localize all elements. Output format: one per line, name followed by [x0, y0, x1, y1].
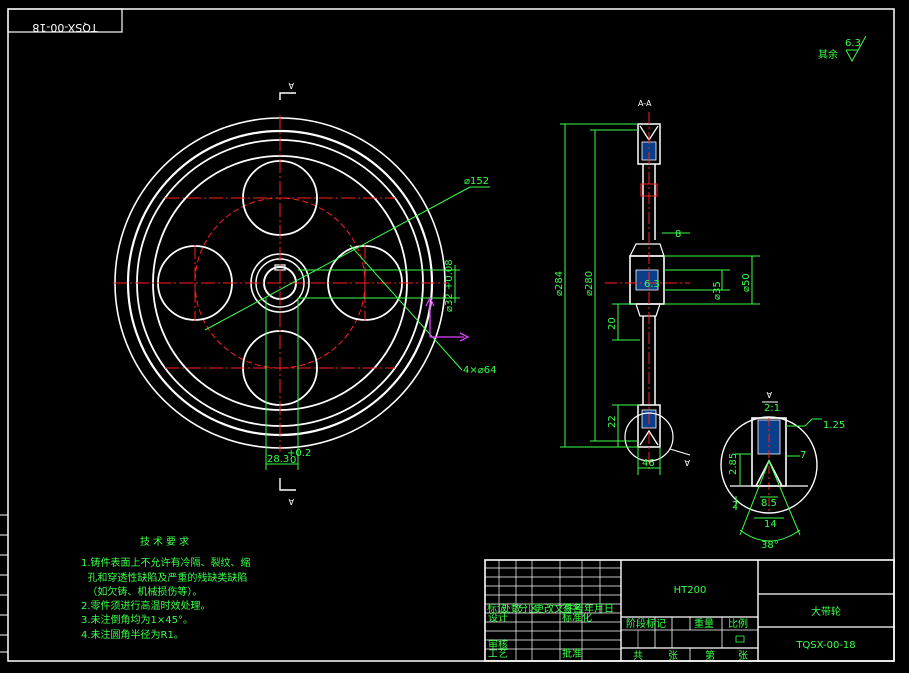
tech-requirements: 技术要求 1.铸件表面上不允许有冷隔、裂纹、缩 孔和穿透性缺陷及严重的残缺类缺陷…: [81, 535, 251, 641]
svg-text:更改文件号: 更改文件号: [534, 602, 584, 615]
svg-text:年月日: 年月日: [584, 602, 614, 615]
surface-rest-label: 其余: [818, 48, 838, 61]
svg-text:处数: 处数: [501, 602, 521, 615]
detail-angle: 38°: [761, 540, 779, 551]
side-46: 46: [642, 458, 655, 469]
svg-text:第: 第: [705, 649, 715, 662]
svg-text:阶段标记: 阶段标记: [626, 617, 666, 630]
tech-title: 技术要求: [140, 535, 192, 548]
side-22: 22: [607, 415, 618, 428]
section-mark-bottom: A: [288, 497, 294, 506]
section-cut-marks: [279, 92, 296, 491]
side-bore: ⌀35: [712, 281, 723, 300]
section-label: A-A: [638, 99, 652, 108]
title-block: [484, 559, 895, 662]
tech-note-2: 孔和穿透性缺陷及严重的残缺类缺陷: [81, 571, 247, 584]
drawing-code-box: [7, 8, 123, 33]
detail-view: A 2:1 1.25 7 2.85 8.5 14 2 38°: [720, 390, 845, 551]
detail-callout-circle: [624, 412, 674, 462]
detail-circle: [720, 416, 818, 514]
front-holes: 4×⌀64: [463, 365, 497, 376]
front-bore-dim: ⌀32 +0.08: [444, 259, 455, 312]
svg-text:标记: 标记: [487, 603, 507, 615]
left-margin-ticks: [0, 514, 8, 653]
detail-85: 8.5: [761, 498, 777, 509]
svg-text:签名: 签名: [562, 602, 582, 615]
keyway-width: 28.3: [267, 454, 289, 465]
front-view: A A 28.3 +0.2 0 ⌀32 +0.08 ⌀152 4×⌀64: [113, 81, 497, 506]
ucs-icon: [425, 296, 470, 342]
side-63: 6.3: [644, 279, 660, 290]
keyway-tol: +0.2: [287, 448, 311, 459]
bore-dimension: [298, 265, 460, 303]
front-d152: ⌀152: [464, 176, 489, 187]
drawing-code-mirrored: TQSX-00-18: [32, 21, 98, 34]
roughness-icon: [845, 35, 867, 63]
side-section-view: A-A A: [554, 99, 760, 475]
svg-text:重量: 重量: [694, 617, 714, 630]
tb-row-labels: 标记 处数 分区 更改文件号 签名 年月日 设计 标准化 审核 工艺 批准 阶段…: [487, 602, 748, 662]
detail-14: 14: [764, 519, 777, 530]
drawing-outer-border: [7, 8, 895, 662]
section-mark-top: A: [288, 81, 294, 90]
detail-scale: 2:1: [764, 403, 780, 414]
keyway-dimension: [265, 298, 299, 470]
detail-7: 7: [800, 450, 806, 461]
detail-285: 2.85: [728, 453, 739, 475]
leader-152: [204, 186, 471, 331]
keyway-tol-low: 0: [290, 455, 296, 466]
svg-text:标准化: 标准化: [562, 611, 592, 624]
detail-2: 2: [732, 500, 738, 511]
tb-material: HT200: [674, 585, 707, 596]
tech-note-6: 4.未注圆角半径为R1。: [81, 628, 184, 641]
side-d284: ⌀284: [554, 271, 565, 296]
tb-drawing-no: TQSX-00-18: [795, 640, 855, 651]
detail-header: A: [766, 390, 772, 399]
tech-note-1: 1.铸件表面上不允许有冷隔、裂纹、缩: [81, 556, 251, 569]
tech-note-5: 3.未注倒角均为1×45°。: [81, 613, 193, 626]
svg-text:工艺: 工艺: [488, 648, 508, 660]
svg-text:共: 共: [633, 650, 643, 662]
svg-text:分区: 分区: [518, 603, 538, 615]
side-dimensions: [560, 123, 760, 475]
tech-note-4: 2.零件须进行高温时效处理。: [81, 599, 211, 612]
side-d50: ⌀50: [741, 273, 752, 292]
detail-125: 1.25: [823, 420, 845, 431]
svg-text:张: 张: [738, 650, 748, 662]
tb-part-name: 大带轮: [811, 605, 841, 618]
side-8: 8: [675, 229, 681, 240]
svg-text:审核: 审核: [488, 638, 508, 651]
detail-mark: A: [684, 458, 690, 467]
svg-text:张: 张: [668, 650, 678, 662]
svg-text:批准: 批准: [562, 647, 582, 660]
svg-text:比例: 比例: [728, 617, 748, 630]
svg-text:设计: 设计: [488, 611, 508, 624]
front-centerlines: [113, 115, 448, 452]
leader-holes: [349, 244, 463, 371]
side-d280: ⌀280: [584, 271, 595, 296]
tech-note-3: （如欠铸、机械损伤等）。: [81, 585, 202, 598]
surface-rest-value: 6.3: [845, 38, 861, 49]
side-20: 20: [607, 317, 618, 330]
